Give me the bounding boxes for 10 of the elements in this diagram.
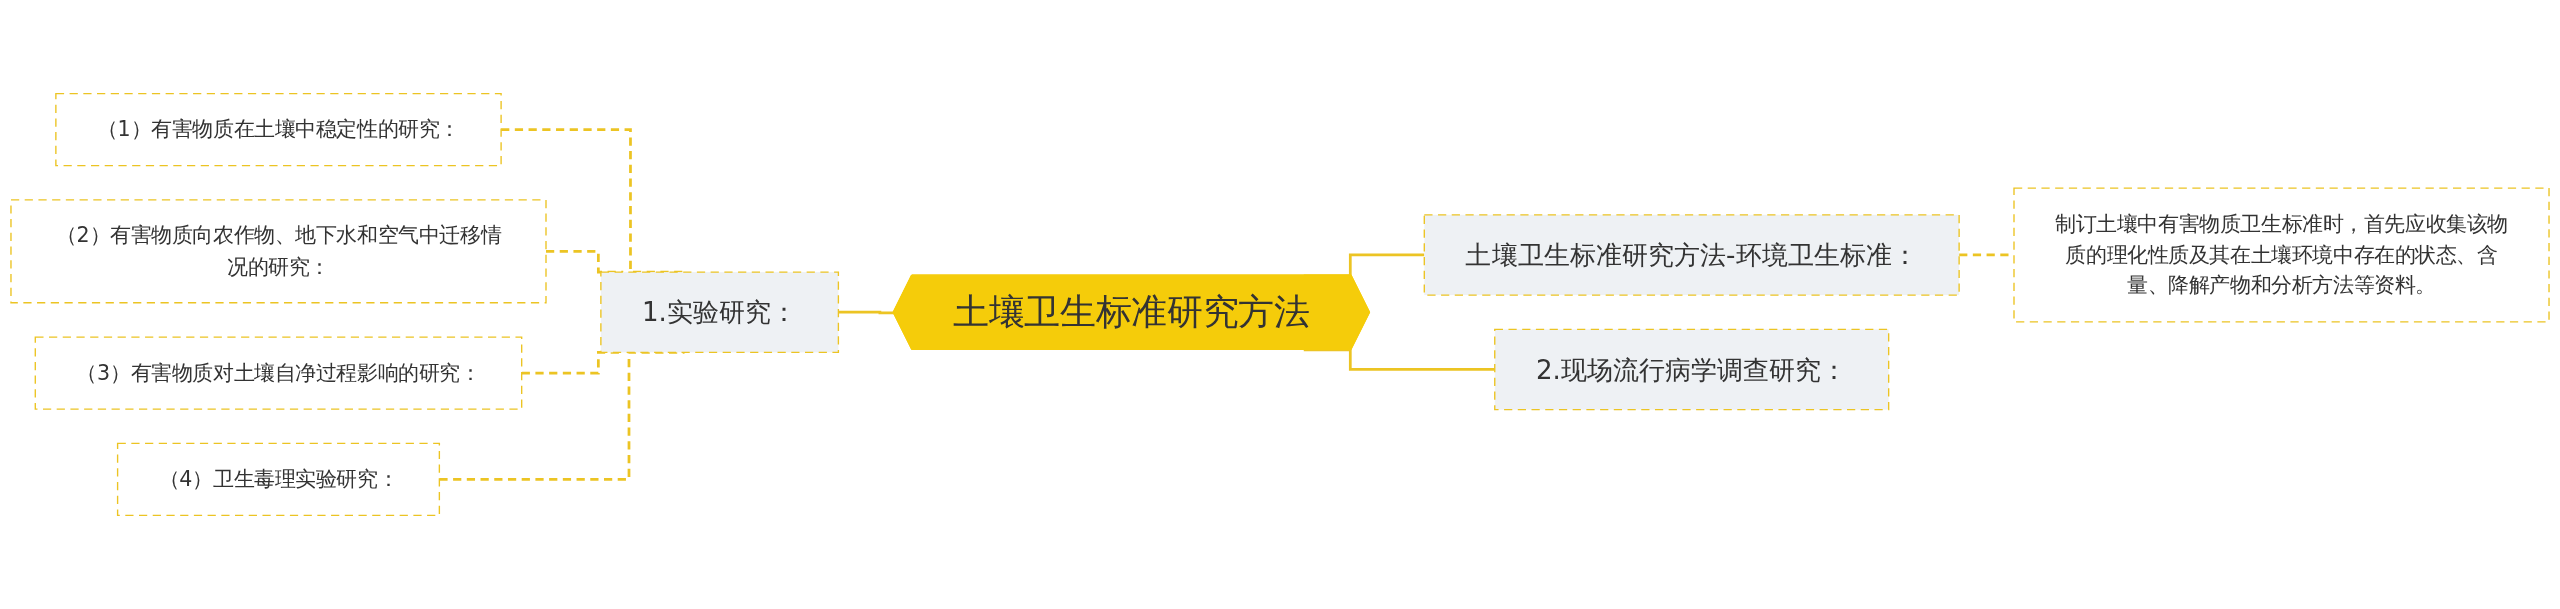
node-box: 2.现场流行病学调查研究：: [1494, 328, 1890, 411]
node-box: （2）有害物质向农作物、地下水和空气中迁移情况的研究：: [10, 199, 547, 304]
node-box: （3）有害物质对土壤自净过程影响的研究：: [34, 336, 523, 410]
node-box: 土壤卫生标准研究方法-环境卫生标准：: [1423, 214, 1960, 296]
node-box: （1）有害物质在土壤中稳定性的研究：: [55, 92, 502, 167]
connector: [1303, 348, 1495, 371]
connector: [838, 310, 894, 315]
node-box: 1.实验研究：: [600, 271, 840, 354]
node-box: 制订土壤中有害物质卫生标准时，首先应收集该物质的理化性质及其在土壤环境中存在的状态、含量、降解产物和分析方法等资料。: [2013, 187, 2550, 323]
node-box: （4）卫生毒理实验研究：: [116, 442, 441, 517]
